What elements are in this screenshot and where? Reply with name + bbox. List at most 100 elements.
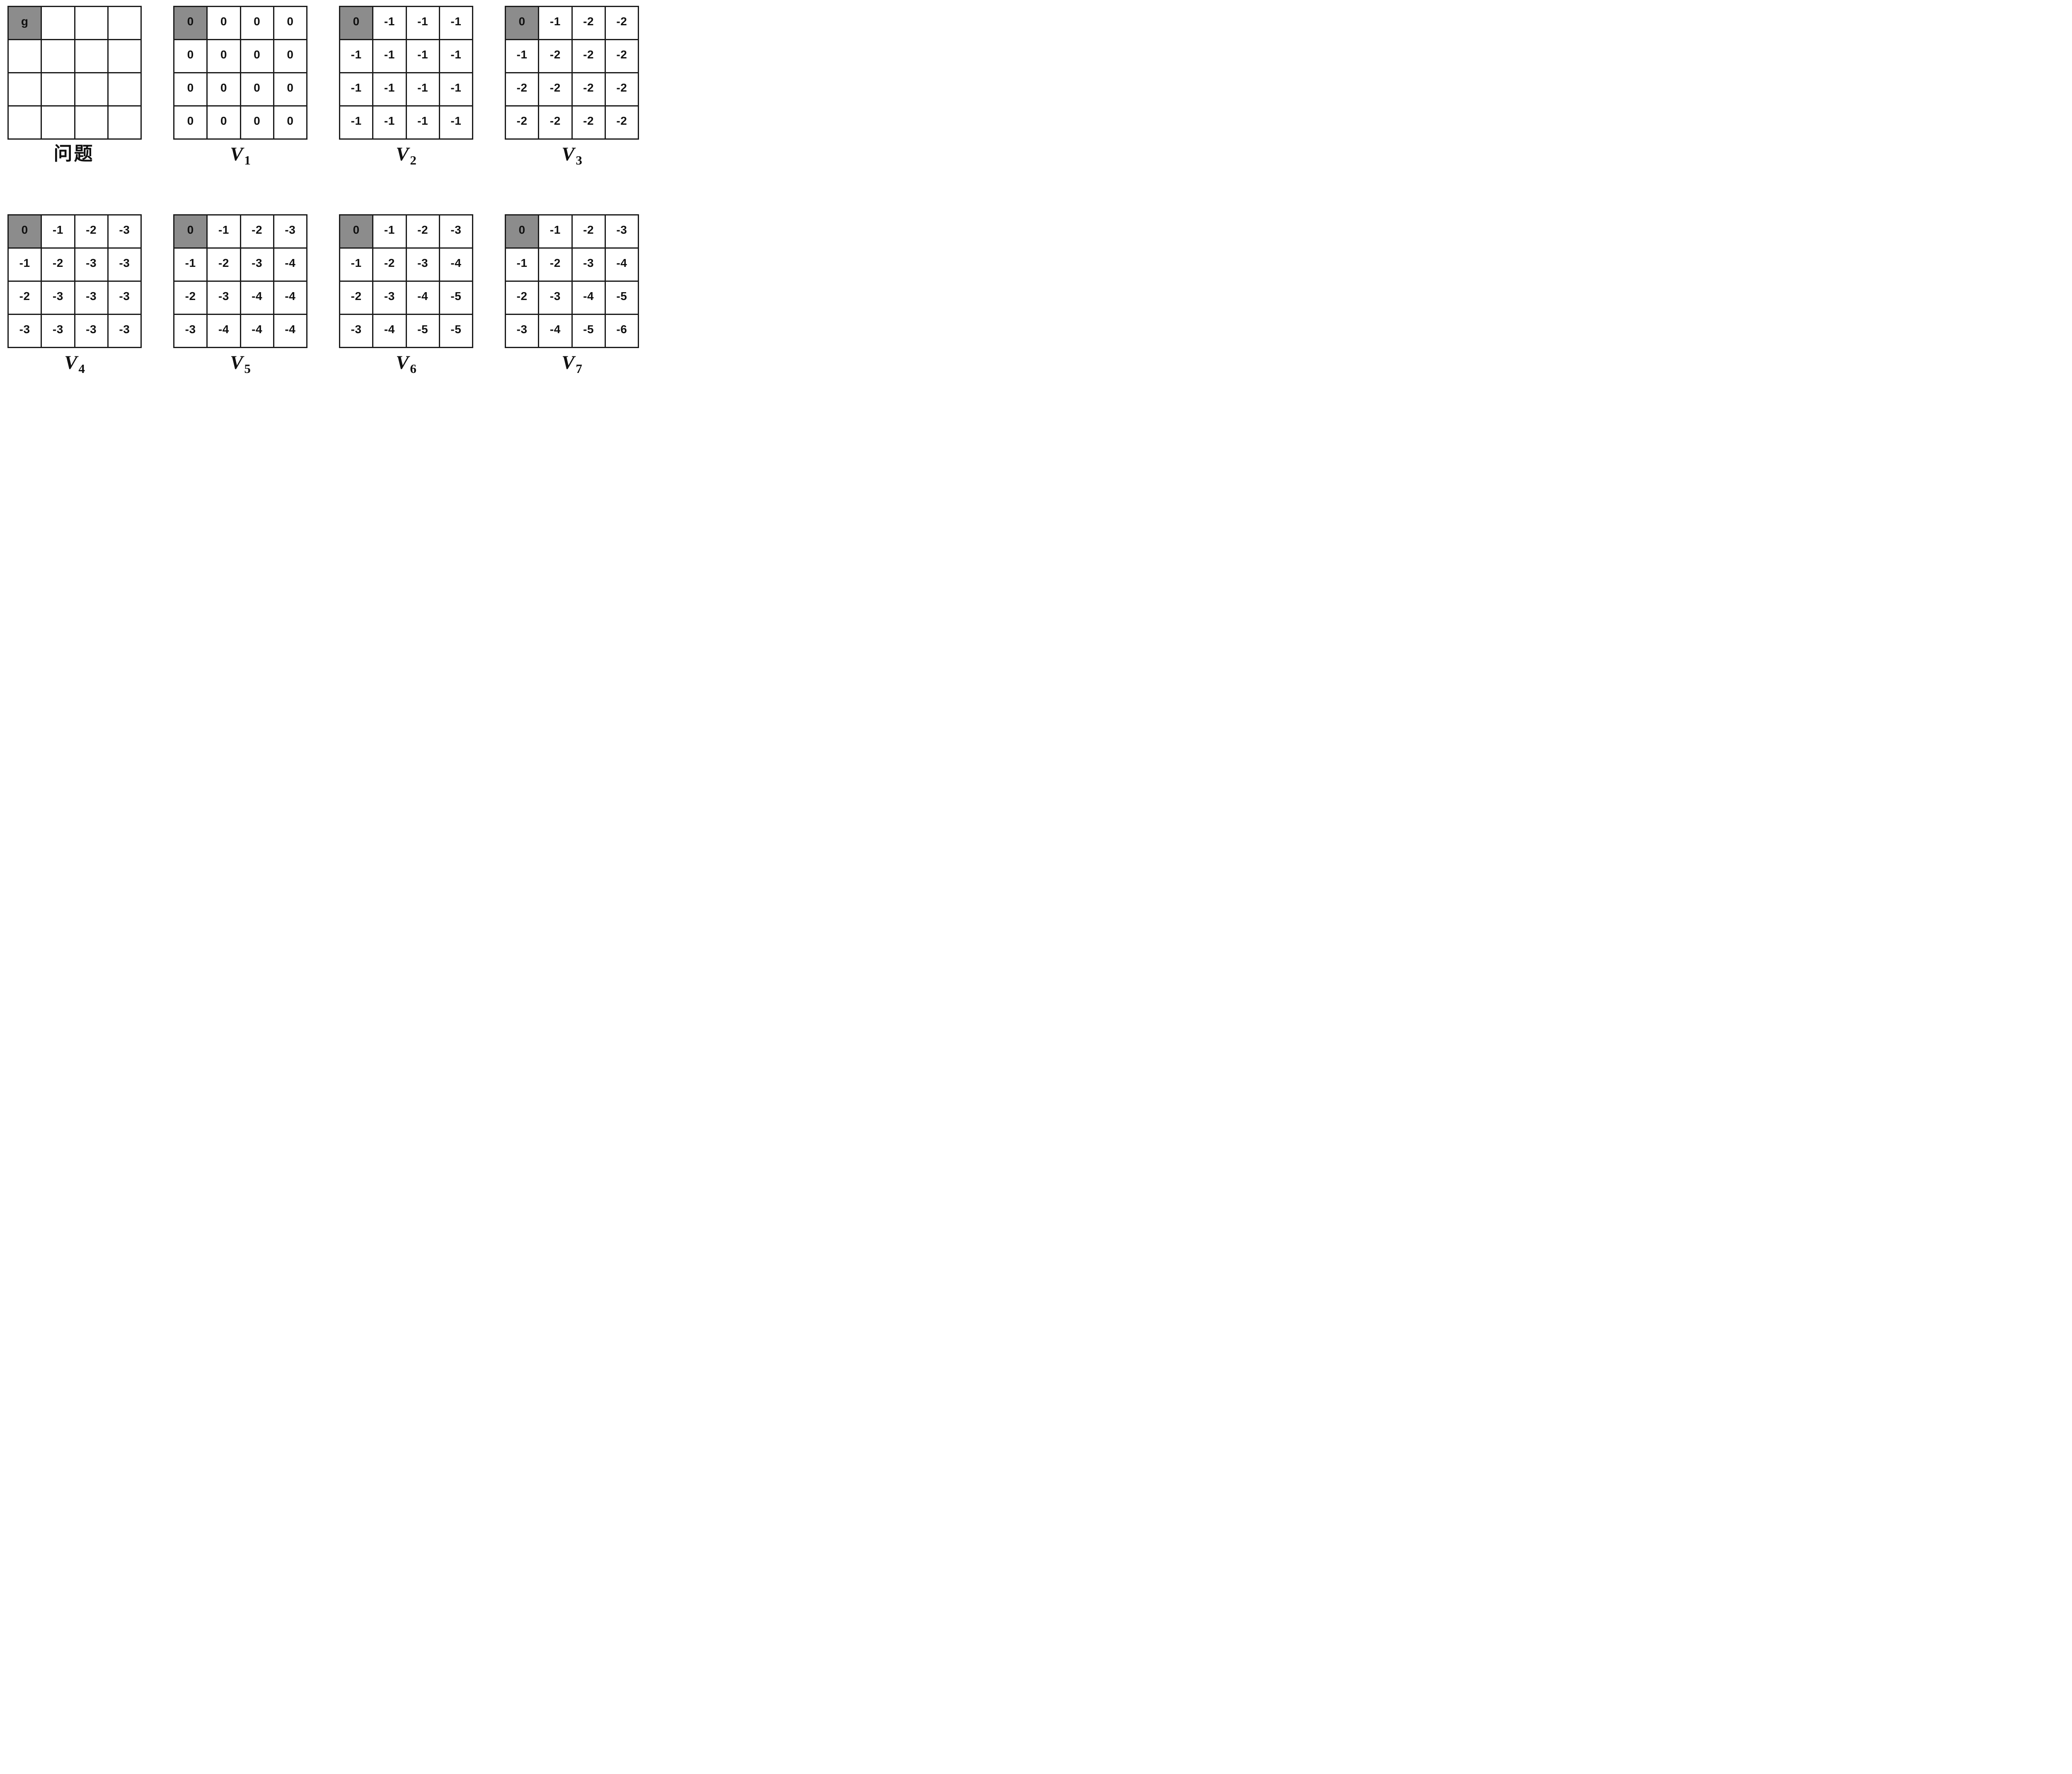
grid-cell: -3	[74, 281, 109, 315]
grid-row: -2-2-2-2	[504, 105, 639, 140]
v3-grid: 0-1-2-2 -1-2-2-2 -2-2-2-2 -2-2-2-2	[504, 6, 639, 140]
v4-grid: 0-1-2-3 -1-2-3-3 -2-3-3-3 -3-3-3-3	[7, 214, 142, 348]
label-subscript: 4	[78, 361, 85, 376]
grid-cell: 0	[173, 39, 208, 73]
grid-cell: -3	[107, 247, 142, 282]
goal-cell: g	[7, 6, 42, 40]
goal-cell: 0	[7, 214, 42, 249]
grid-cell: -2	[604, 72, 639, 106]
grid-row: -2-2-2-2	[504, 72, 639, 106]
grid-cell: -3	[41, 281, 75, 315]
grid-row: -2-3-4-5	[339, 281, 474, 315]
grid-cell: -3	[339, 314, 374, 348]
grid-row: -1-2-3-4	[504, 247, 639, 282]
label-main: V	[396, 143, 409, 165]
v2-grid: 0-1-1-1 -1-1-1-1 -1-1-1-1 -1-1-1-1	[339, 6, 474, 140]
grid-cell	[107, 105, 142, 140]
grid-cell: -4	[604, 247, 639, 282]
grid-row: 0-1-2-2	[504, 6, 639, 40]
grid-cell	[74, 39, 109, 73]
grid-cell: -5	[604, 281, 639, 315]
grid-cell: -2	[571, 105, 606, 140]
grid-cell: -2	[41, 247, 75, 282]
v7-grid: 0-1-2-3 -1-2-3-4 -2-3-4-5 -3-4-5-6	[504, 214, 639, 348]
grid-cell: -3	[538, 281, 573, 315]
grid-row: -3-4-5-6	[504, 314, 639, 348]
grid-label-problem: 问题	[53, 145, 95, 169]
grid-cell: -1	[372, 214, 407, 249]
grid-cell: 0	[240, 105, 274, 140]
grid-cell: 0	[173, 72, 208, 106]
grid-cell: -3	[173, 314, 208, 348]
grid-cell: -1	[504, 39, 540, 73]
grid-cell: -3	[240, 247, 274, 282]
label-subscript: 2	[410, 153, 416, 167]
grid-cell: -3	[372, 281, 407, 315]
grid-cell: -1	[438, 72, 474, 106]
grid-cell: 0	[273, 6, 308, 40]
label-main: V	[230, 352, 243, 373]
grid-cell: -1	[41, 214, 75, 249]
label-subscript: 5	[244, 361, 251, 376]
grid-row: -2-3-4-5	[504, 281, 639, 315]
grid-row: -2-3-3-3	[7, 281, 142, 315]
goal-cell: 0	[339, 214, 374, 249]
grid-cell: -1	[372, 72, 407, 106]
grid-row	[7, 39, 142, 73]
label-subscript: 3	[576, 153, 582, 167]
grid-cell: -2	[538, 105, 573, 140]
grid-cell: -1	[504, 247, 540, 282]
grid-cell: -4	[438, 247, 474, 282]
grid-cell: -4	[405, 281, 440, 315]
grid-cell: -3	[571, 247, 606, 282]
grid-cell: -1	[372, 6, 407, 40]
v6-grid: 0-1-2-3 -1-2-3-4 -2-3-4-5 -3-4-5-5	[339, 214, 474, 348]
grid-cell: 0	[206, 6, 241, 40]
label-main: V	[230, 143, 243, 165]
grid-cell	[7, 72, 42, 106]
grid-row: -3-4-5-5	[339, 314, 474, 348]
grid-row: -1-2-3-4	[339, 247, 474, 282]
grid-cell: -3	[438, 214, 474, 249]
grid-cell: -1	[372, 39, 407, 73]
grid-cell: -1	[405, 72, 440, 106]
grid-cell: -1	[405, 39, 440, 73]
grid-cell: -5	[438, 281, 474, 315]
grid-row: -2-3-4-4	[173, 281, 308, 315]
v5-grid: 0-1-2-3 -1-2-3-4 -2-3-4-4 -3-4-4-4	[173, 214, 308, 348]
grid-row: -1-1-1-1	[339, 39, 474, 73]
grid-cell: -4	[538, 314, 573, 348]
grid-cell: -1	[173, 247, 208, 282]
grid-cell: -5	[438, 314, 474, 348]
grid-cell	[41, 72, 75, 106]
grid-row: -3-3-3-3	[7, 314, 142, 348]
grid-row: -1-2-3-3	[7, 247, 142, 282]
grid-cell: -1	[438, 6, 474, 40]
grid-cell: -1	[206, 214, 241, 249]
label-main: V	[64, 352, 77, 373]
grid-row: 0-1-1-1	[339, 6, 474, 40]
label-subscript: 7	[576, 361, 582, 376]
grid-cell: -1	[438, 39, 474, 73]
grid-cell: -4	[273, 247, 308, 282]
grid-cell: 0	[273, 39, 308, 73]
grid-cell: -2	[7, 281, 42, 315]
grid-cell: -1	[339, 39, 374, 73]
grid-cell: -1	[339, 247, 374, 282]
goal-cell: 0	[173, 6, 208, 40]
